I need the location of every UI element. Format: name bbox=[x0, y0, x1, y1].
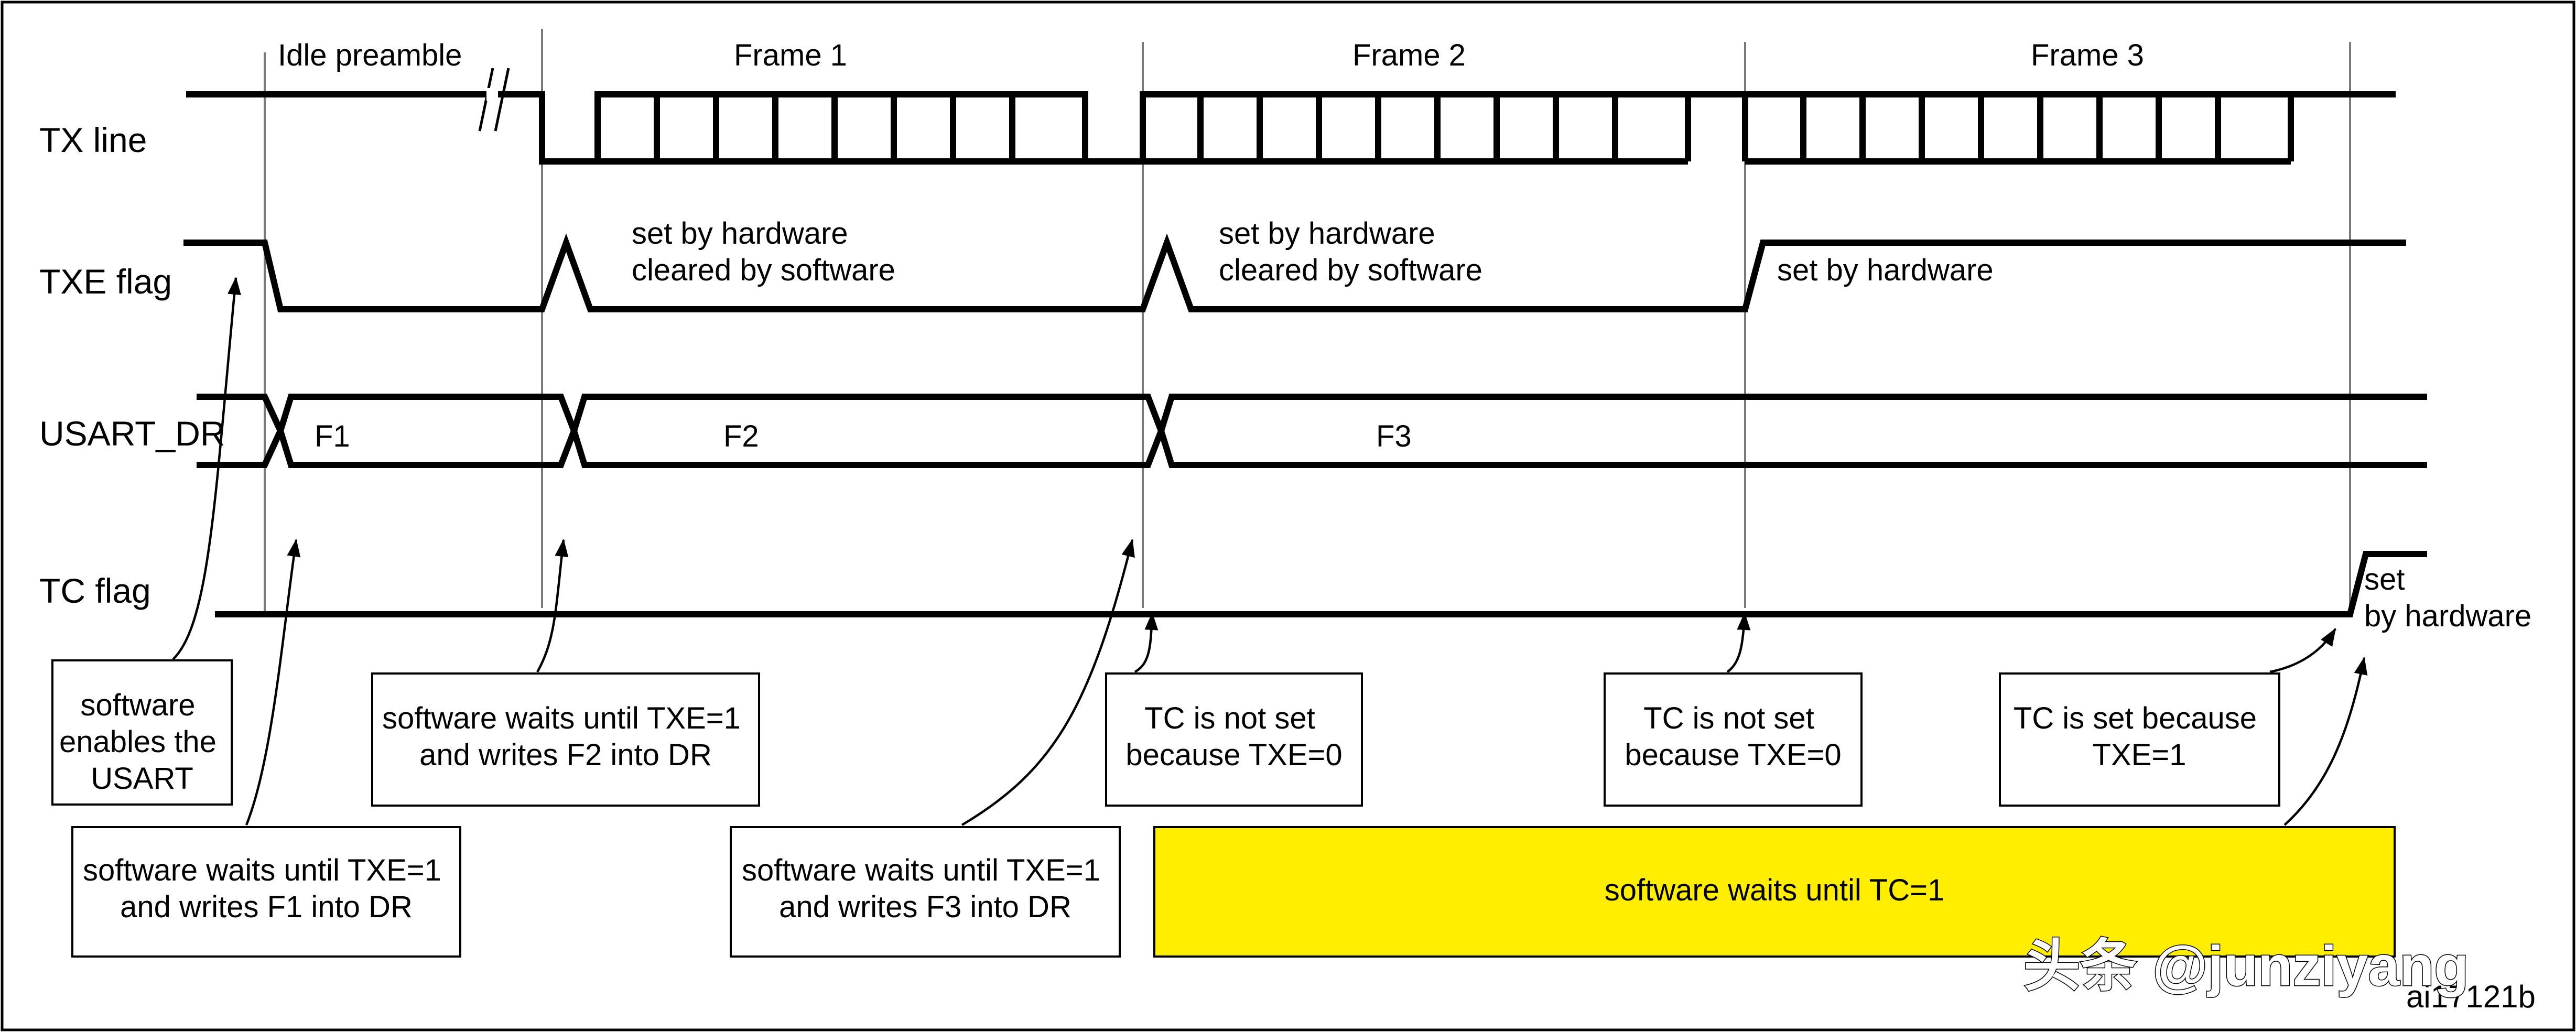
svg-text:software waits until TXE=1: software waits until TXE=1 and writes F2… bbox=[382, 701, 749, 772]
dr-value-f2: F2 bbox=[723, 419, 759, 453]
tc-annotation-line2: by hardware bbox=[2364, 599, 2531, 633]
txe-annotation-1-line1: set by hardware bbox=[632, 216, 848, 251]
svg-text:TC is set because TXE=1: TC is set because TXE=1 bbox=[2014, 701, 2265, 772]
svg-text:TC is not set because TX: TC is not set because TXE=0 bbox=[1125, 701, 1342, 772]
watermark: 头条 @junziyang bbox=[2023, 934, 2469, 997]
idle-break-mark-2 bbox=[494, 68, 510, 132]
arrow-write-f2 bbox=[536, 539, 569, 673]
arrow-enable-usart bbox=[172, 277, 241, 660]
box-write-f2: software waits until TXE=1 and writes F2… bbox=[371, 672, 760, 807]
tc-annotation-line1: set bbox=[2364, 562, 2405, 596]
box-enable-usart-line3: USART bbox=[91, 762, 193, 796]
txe-annotation-2-line1: set by hardware bbox=[1219, 216, 1435, 251]
box-tc-not-set-2-line2: because TXE=0 bbox=[1625, 738, 1841, 772]
box-tc-not-set-2-line1: TC is not set bbox=[1643, 701, 1814, 735]
period-frame1-label: Frame 1 bbox=[734, 38, 847, 72]
usart-dr-waveform bbox=[197, 394, 2427, 468]
signal-tc-flag-label: TC flag bbox=[39, 571, 151, 610]
box-tc-not-set-1-line2: because TXE=0 bbox=[1125, 738, 1342, 772]
box-tc-not-set-1: TC is not set because TXE=0 bbox=[1105, 672, 1363, 807]
signal-txe-flag-label: TXE flag bbox=[39, 262, 172, 301]
tc-flag-waveform bbox=[215, 551, 2427, 617]
box-tc-set: TC is set because TXE=1 bbox=[1999, 672, 2280, 807]
period-frame3-label: Frame 3 bbox=[2031, 38, 2144, 72]
box-wait-tc: software waits until TC=1 bbox=[1153, 826, 2396, 958]
idle-break-gap bbox=[486, 88, 498, 101]
arrow-write-f1 bbox=[245, 539, 301, 825]
svg-text:software waits until TXE=1: software waits until TXE=1 and writes F1… bbox=[83, 853, 450, 924]
arrow-wait-tc bbox=[2283, 657, 2368, 826]
annotation-arrows bbox=[172, 277, 2368, 826]
dr-value-f1: F1 bbox=[315, 419, 350, 453]
signal-tx-line-label: TX line bbox=[39, 121, 147, 159]
box-enable-usart-line1: software bbox=[80, 688, 195, 722]
box-tc-set-line1: TC is set because bbox=[2014, 701, 2257, 735]
txe-annotation-1-line2: cleared by software bbox=[632, 253, 895, 287]
box-tc-not-set-1-line1: TC is not set bbox=[1144, 701, 1315, 735]
box-write-f1-line1: software waits until TXE=1 bbox=[83, 853, 441, 887]
signal-usart-dr-label: USART_DR bbox=[39, 414, 225, 453]
period-frame2-label: Frame 2 bbox=[1352, 38, 1466, 72]
box-write-f1: software waits until TXE=1 and writes F1… bbox=[71, 826, 461, 958]
arrow-tc-set bbox=[2269, 628, 2336, 673]
txe-annotation-2-line2: cleared by software bbox=[1219, 253, 1482, 287]
box-write-f3-line2: and writes F3 into DR bbox=[779, 890, 1071, 924]
txe-annotation-3: set by hardware bbox=[1777, 253, 1994, 287]
arrow-tc-not-set-1 bbox=[1134, 612, 1159, 673]
dr-value-f3: F3 bbox=[1376, 419, 1412, 453]
svg-text:TC is not set because TX: TC is not set because TXE=0 bbox=[1625, 701, 1841, 772]
svg-text:software enables the: software enables the USART bbox=[59, 688, 225, 796]
box-tc-not-set-2: TC is not set because TXE=0 bbox=[1604, 672, 1863, 807]
box-write-f1-line2: and writes F1 into DR bbox=[120, 890, 413, 924]
box-write-f3: software waits until TXE=1 and writes F3… bbox=[730, 826, 1121, 958]
tx-frame1-bits bbox=[594, 94, 1088, 165]
txe-annotation-2: set by hardware cleared by software bbox=[1219, 216, 1482, 287]
tc-annotation: set by hardware bbox=[2364, 562, 2531, 633]
svg-text:software waits until TXE=1: software waits until TXE=1 and writes F3… bbox=[742, 853, 1109, 924]
box-enable-usart: software enables the USART bbox=[51, 659, 233, 806]
txe-annotation-1: set by hardware cleared by software bbox=[632, 216, 895, 287]
tx-line-waveform bbox=[186, 68, 2396, 165]
period-idle-label: Idle preamble bbox=[278, 38, 462, 72]
arrow-write-f3 bbox=[961, 539, 1135, 826]
box-write-f3-line1: software waits until TXE=1 bbox=[742, 853, 1100, 887]
box-wait-tc-background bbox=[1153, 826, 2396, 958]
txe-flag-waveform bbox=[183, 233, 2406, 312]
arrow-tc-not-set-2 bbox=[1726, 612, 1751, 673]
box-write-f2-line1: software waits until TXE=1 bbox=[382, 701, 741, 735]
tx-frame3-bits bbox=[1745, 94, 2294, 165]
figure-id: ai17121b bbox=[2406, 979, 2536, 1014]
box-tc-set-line2: TXE=1 bbox=[2093, 738, 2187, 772]
box-enable-usart-line2: enables the bbox=[59, 725, 217, 759]
box-write-f2-line2: and writes F2 into DR bbox=[419, 738, 712, 772]
tx-frame2-bits bbox=[1143, 94, 1691, 165]
box-wait-tc-text: software waits until TC=1 bbox=[1605, 873, 1944, 907]
idle-break-mark-1 bbox=[478, 68, 494, 132]
